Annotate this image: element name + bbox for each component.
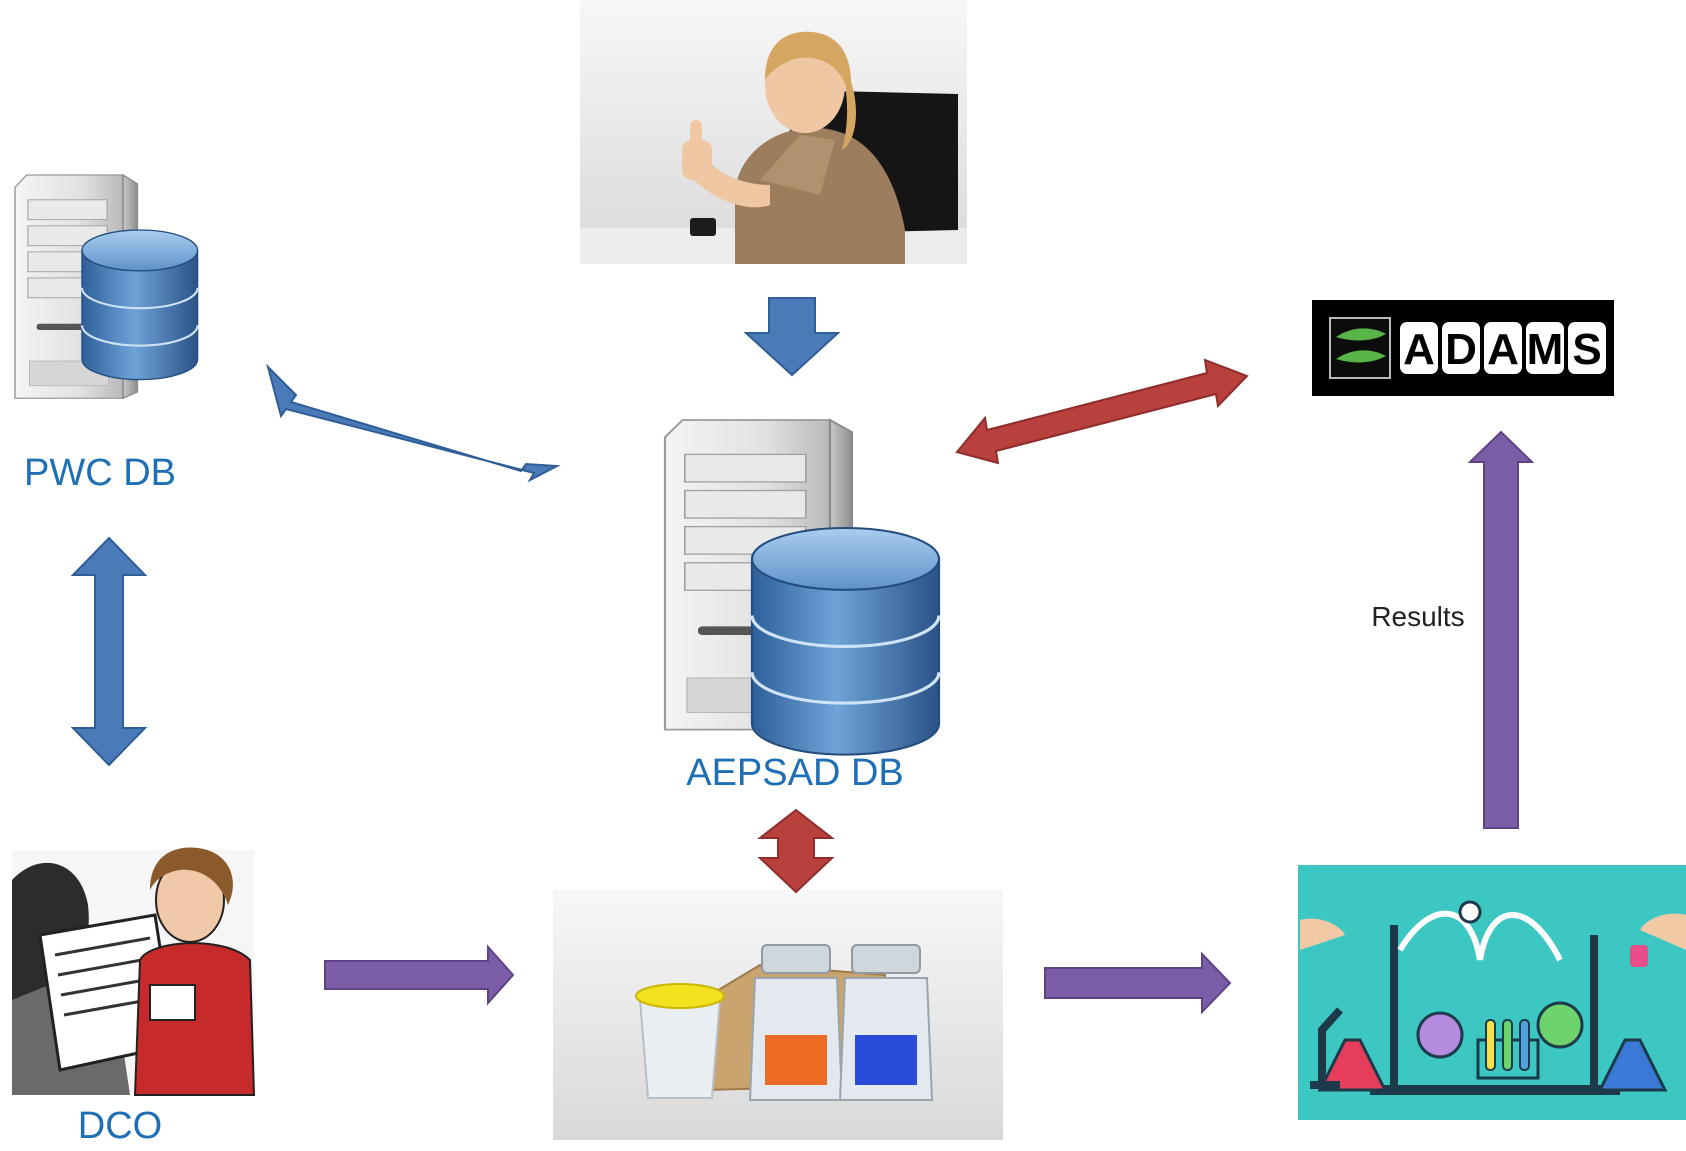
laboratory-glassware-image <box>1298 865 1686 1120</box>
adams-logo-letters: A D A M S <box>1400 322 1606 374</box>
aepsad-sample-double-arrow <box>757 808 835 894</box>
lab-to-adams-results-arrow <box>1467 430 1535 829</box>
adams-letter-a2: A <box>1487 325 1519 374</box>
adams-letter-m: M <box>1527 325 1564 374</box>
adams-logo: A D A M S <box>1312 300 1614 396</box>
sample-to-lab-arrow <box>1044 951 1232 1015</box>
aepsad-db-label: AEPSAD DB <box>686 752 904 794</box>
dco-label: DCO <box>78 1105 162 1147</box>
office-worker-thumbs-up-image <box>580 0 967 264</box>
adams-letter-a1: A <box>1403 325 1435 374</box>
pwc-db-label: PWC DB <box>24 452 176 494</box>
operator-to-aepsad-arrow <box>743 297 841 377</box>
adams-letter-s: S <box>1572 325 1601 374</box>
results-label: Results <box>1371 601 1464 632</box>
aepsad-adams-double-arrow <box>955 358 1249 465</box>
doping-control-officer-image <box>12 847 256 1096</box>
dco-to-sample-arrow <box>324 944 515 1006</box>
adams-letter-d: D <box>1445 325 1477 374</box>
pwc-aepsad-double-arrow <box>266 363 561 483</box>
pwc-db-server-icon <box>14 174 199 399</box>
aepsad-db-server-icon <box>663 418 941 757</box>
pwc-dco-double-arrow <box>70 536 148 767</box>
sample-bottles-image <box>553 890 1003 1140</box>
